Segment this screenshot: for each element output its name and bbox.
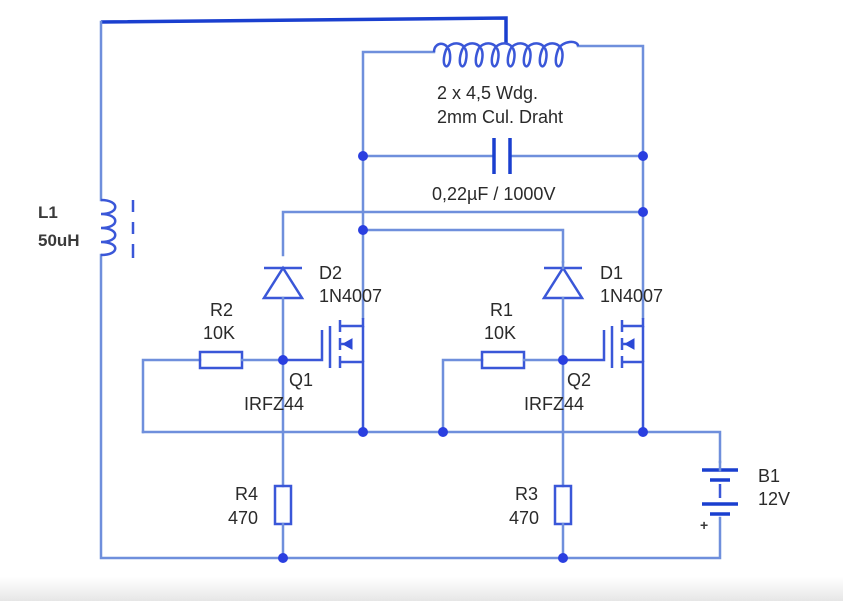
mosfet-q2 (563, 318, 645, 432)
battery-plus: + (700, 517, 708, 533)
r1-value: 10K (484, 323, 516, 343)
battery-b1 (702, 460, 738, 516)
resistor-r4 (273, 358, 293, 560)
diode-d2 (261, 265, 305, 362)
resistor-r1 (441, 350, 565, 434)
junction-dot (438, 427, 448, 437)
q2-value: IRFZ44 (524, 394, 584, 414)
resistor-r2 (141, 350, 285, 434)
junction-dot (358, 151, 368, 161)
inductor-ref: L1 (38, 203, 58, 222)
bottom-edge-shade (0, 577, 843, 601)
q2-ref: Q2 (567, 370, 591, 390)
q1-ref: Q1 (289, 370, 313, 390)
r3-ref: R3 (515, 484, 538, 504)
capacitor-label: 0,22µF / 1000V (432, 184, 555, 204)
junction-dot (558, 553, 568, 563)
d2-ref: D2 (319, 263, 342, 283)
junction-dot (558, 355, 568, 365)
battery-value: 12V (758, 489, 790, 509)
battery-ref: B1 (758, 466, 780, 486)
junction-dot (638, 151, 648, 161)
junction-dot (278, 355, 288, 365)
mosfet-q1 (283, 318, 365, 432)
coil-label-line2: 2mm Cul. Draht (437, 107, 563, 127)
junction-dot (358, 225, 368, 235)
d2-value: 1N4007 (319, 286, 382, 306)
diode-d1 (541, 260, 585, 362)
r3-value: 470 (509, 508, 539, 528)
work-coil (361, 40, 645, 158)
junction-dot (638, 207, 648, 217)
inductor-l1 (100, 198, 135, 258)
supply-wire (99, 16, 722, 560)
junction-dot (358, 427, 368, 437)
r4-value: 470 (228, 508, 258, 528)
junction-dot (638, 427, 648, 437)
r2-value: 10K (203, 323, 235, 343)
resistor-r3 (553, 358, 573, 560)
junction-dots (278, 151, 648, 563)
r1-ref: R1 (490, 300, 513, 320)
r2-ref: R2 (210, 300, 233, 320)
r4-ref: R4 (235, 484, 258, 504)
junction-dot (278, 553, 288, 563)
coil-label-line1: 2 x 4,5 Wdg. (437, 83, 538, 103)
resonant-capacitor (361, 138, 645, 174)
d1-value: 1N4007 (600, 286, 663, 306)
d1-ref: D1 (600, 263, 623, 283)
inductor-value: 50uH (38, 231, 80, 250)
drain-rails (281, 154, 645, 320)
q1-value: IRFZ44 (244, 394, 304, 414)
source-rail (141, 430, 722, 464)
